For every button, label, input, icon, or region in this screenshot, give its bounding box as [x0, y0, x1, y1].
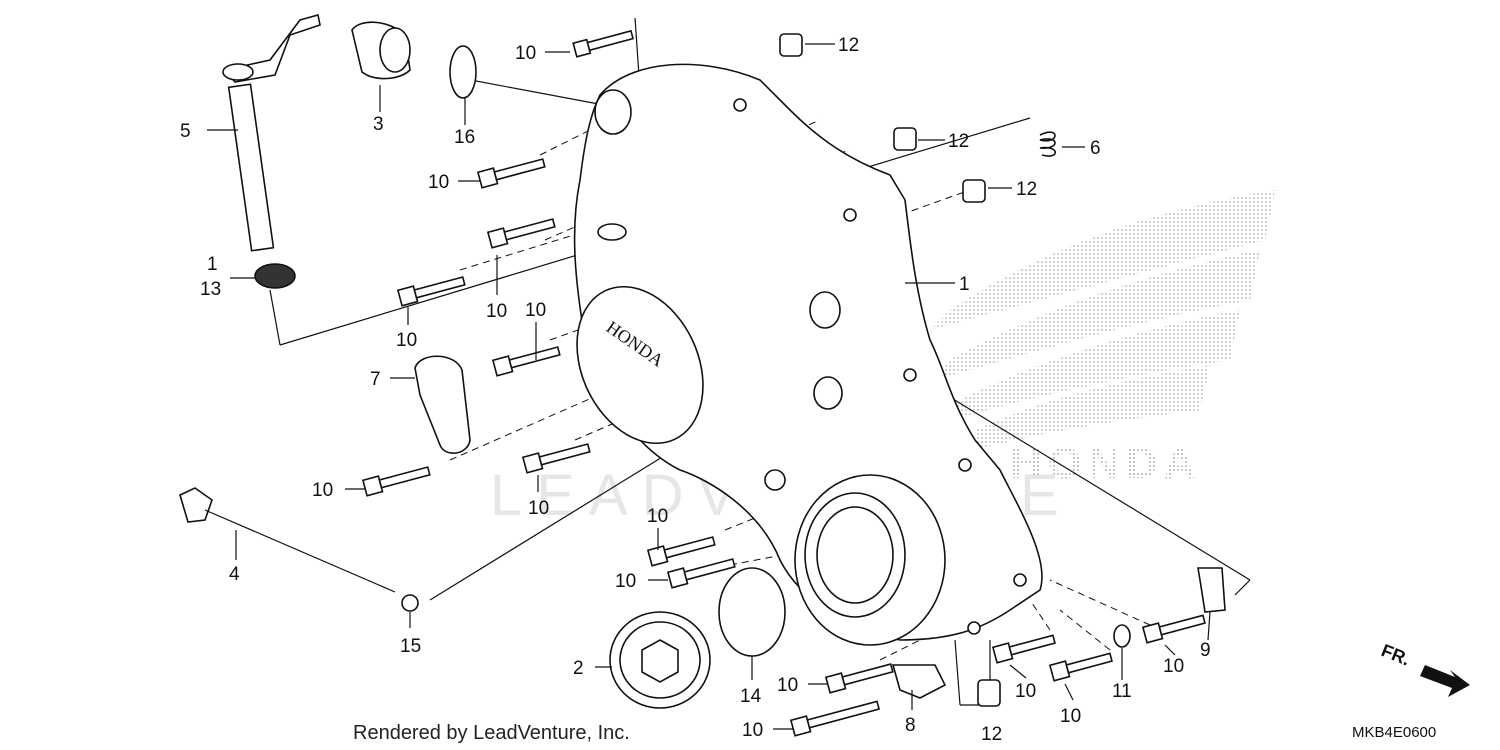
dipstick-part — [179, 487, 396, 593]
callout-label: 10 — [1163, 656, 1184, 677]
callout-label: 12 — [948, 131, 969, 152]
clamp-part — [414, 355, 471, 454]
callout-label: 16 — [454, 127, 475, 148]
callout-label: 10 — [428, 172, 449, 193]
front-direction-indicator: FR. — [1379, 640, 1470, 697]
callout-label: 6 — [1090, 138, 1101, 159]
honda-wing-watermark: HONDA — [930, 190, 1275, 488]
honda-watermark-text: HONDA — [1010, 439, 1201, 488]
o-ring-16-part — [449, 45, 477, 99]
callout-label: 10 — [1060, 706, 1081, 727]
callout-label: 12 — [1016, 179, 1037, 200]
dowel-pin-d — [977, 679, 1001, 707]
callout-label: 8 — [905, 715, 916, 736]
callout-label: 13 — [200, 279, 221, 300]
callout-label: 15 — [400, 636, 421, 657]
callout-label: 10 — [312, 480, 333, 501]
bracket-8-part — [891, 664, 947, 699]
dowel-pin-a — [779, 33, 803, 57]
callout-leaders — [207, 43, 1211, 730]
callout-label: 5 — [180, 121, 191, 142]
dowel-pin-b — [893, 127, 917, 151]
dowel-pin-c — [962, 179, 986, 203]
callout-label: 9 — [1200, 640, 1211, 661]
callout-labels: 5 3 16 10 12 12 6 10 12 1 13 1 10 10 10 … — [180, 35, 1211, 745]
callout-label: 1 — [207, 254, 218, 275]
callout-label: 10 — [396, 330, 417, 351]
callout-label: 10 — [615, 571, 636, 592]
footer-credit: Rendered by LeadVenture, Inc. — [353, 722, 630, 744]
bolts — [361, 29, 1206, 737]
callout-label: 10 — [486, 301, 507, 322]
washer-15-part — [401, 594, 419, 612]
callout-label: 11 — [1112, 681, 1132, 702]
diagram-code: MKB4E0600 — [1352, 724, 1436, 741]
timing-cap-part — [609, 611, 711, 709]
callout-label: 3 — [373, 114, 384, 135]
crankcase-cover: HONDA — [573, 63, 1043, 646]
callout-label: 4 — [229, 564, 240, 585]
callout-label: 7 — [370, 369, 381, 390]
oil-pipe-part — [222, 13, 321, 252]
filler-cap-part — [351, 21, 411, 80]
oil-seal-part — [254, 263, 296, 289]
callout-label: 1 — [959, 274, 970, 295]
callout-label: 10 — [528, 498, 549, 519]
front-direction-label: FR. — [1379, 640, 1413, 669]
callout-label: 14 — [740, 686, 762, 707]
bracket-9-part — [1197, 567, 1226, 613]
spring-part — [1039, 131, 1057, 157]
callout-label: 10 — [1015, 681, 1036, 702]
callout-label: 10 — [515, 43, 536, 64]
callout-label: 10 — [647, 506, 668, 527]
callout-label: 10 — [742, 720, 763, 741]
arrow-right-icon — [1420, 665, 1470, 697]
callout-label: 10 — [777, 675, 798, 696]
callout-label: 2 — [573, 658, 584, 679]
callout-label: 12 — [838, 35, 859, 56]
washer-11-part — [1113, 624, 1131, 648]
callout-label: 10 — [525, 300, 546, 321]
o-ring-14-part — [718, 567, 786, 657]
callout-label: 12 — [981, 724, 1002, 745]
